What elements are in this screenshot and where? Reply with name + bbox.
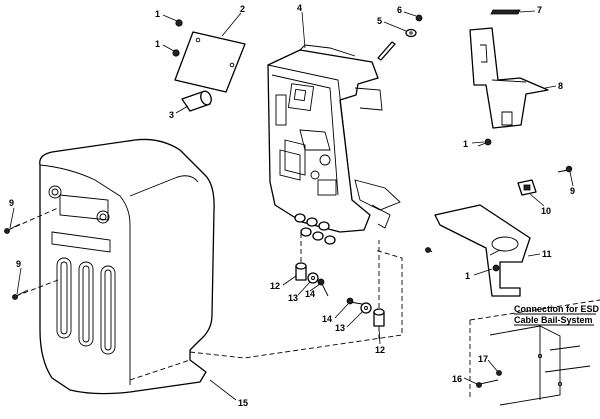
callout-12-standoff-right: 12 (375, 345, 385, 355)
callout-14-screw-left: 14 (305, 289, 315, 299)
callout-14-screw-right: 14 (322, 314, 332, 324)
screw-part-1-b (172, 49, 180, 57)
assembly-lines (7, 207, 403, 381)
washer-part-5 (405, 28, 417, 38)
front-cover-part-15 (39, 138, 215, 395)
callout-12-standoff-left: 12 (270, 281, 280, 291)
callout-9-screw-left-top: 9 (9, 198, 14, 208)
standoff-part-12-b (373, 308, 385, 327)
screw-part-1-d (492, 264, 500, 272)
screw-part-14-b (346, 297, 363, 305)
plate-part-2 (174, 31, 246, 93)
callout-1-screw-plate: 1 (155, 39, 160, 49)
chassis-part-4 (267, 44, 401, 245)
inset-title-line-1: Connection for ESD (514, 304, 599, 314)
bracket-part-8 (469, 27, 549, 129)
screw-part-6 (415, 14, 423, 22)
clip-part-7 (490, 9, 521, 15)
callout-11-esd-bracket: 11 (542, 249, 552, 259)
callout-9-screw-left-bottom: 9 (16, 259, 21, 269)
spacer-part-3 (181, 90, 212, 112)
callout-10-clip: 10 (541, 206, 551, 216)
screw-part-1-c (477, 138, 492, 147)
callout-17-inset: 17 (478, 354, 488, 364)
screw-part-14-a (317, 278, 329, 297)
callout-13-washer-right: 13 (335, 323, 345, 333)
callout-9-screw-right: 9 (570, 186, 575, 196)
callout-1-screw-bracket: 1 (463, 139, 468, 149)
washer-part-13-b (360, 302, 372, 314)
callout-1-screw-esd: 1 (465, 271, 470, 281)
callout-16-inset: 16 (452, 374, 462, 384)
callout-2-plate: 2 (240, 4, 245, 14)
standoff-part-12-a (295, 262, 307, 281)
callout-7-clip: 7 (537, 5, 542, 15)
screw-part-9-c (557, 165, 573, 173)
callout-13-washer-left: 13 (288, 293, 298, 303)
callout-15-front-cover: 15 (238, 398, 248, 408)
callout-1-screw-top: 1 (155, 9, 160, 19)
standoff-rod (377, 41, 396, 61)
clip-part-10 (517, 179, 537, 196)
post-near-11 (425, 247, 433, 253)
esd-bracket-part-11 (434, 204, 531, 297)
screw-part-1-a (175, 19, 183, 27)
callout-6-screw: 6 (397, 5, 402, 15)
washer-part-13-a (307, 272, 319, 284)
inset-title-line-2: Cable Bail-System (514, 315, 593, 325)
callout-8-bracket: 8 (558, 81, 563, 91)
leader-lines (9, 10, 574, 401)
callout-5-washer: 5 (377, 16, 382, 26)
callout-4-chassis: 4 (297, 3, 302, 13)
callout-3-spacer: 3 (169, 110, 174, 120)
esd-inset-detail (469, 299, 600, 406)
terminal-block (294, 213, 336, 245)
